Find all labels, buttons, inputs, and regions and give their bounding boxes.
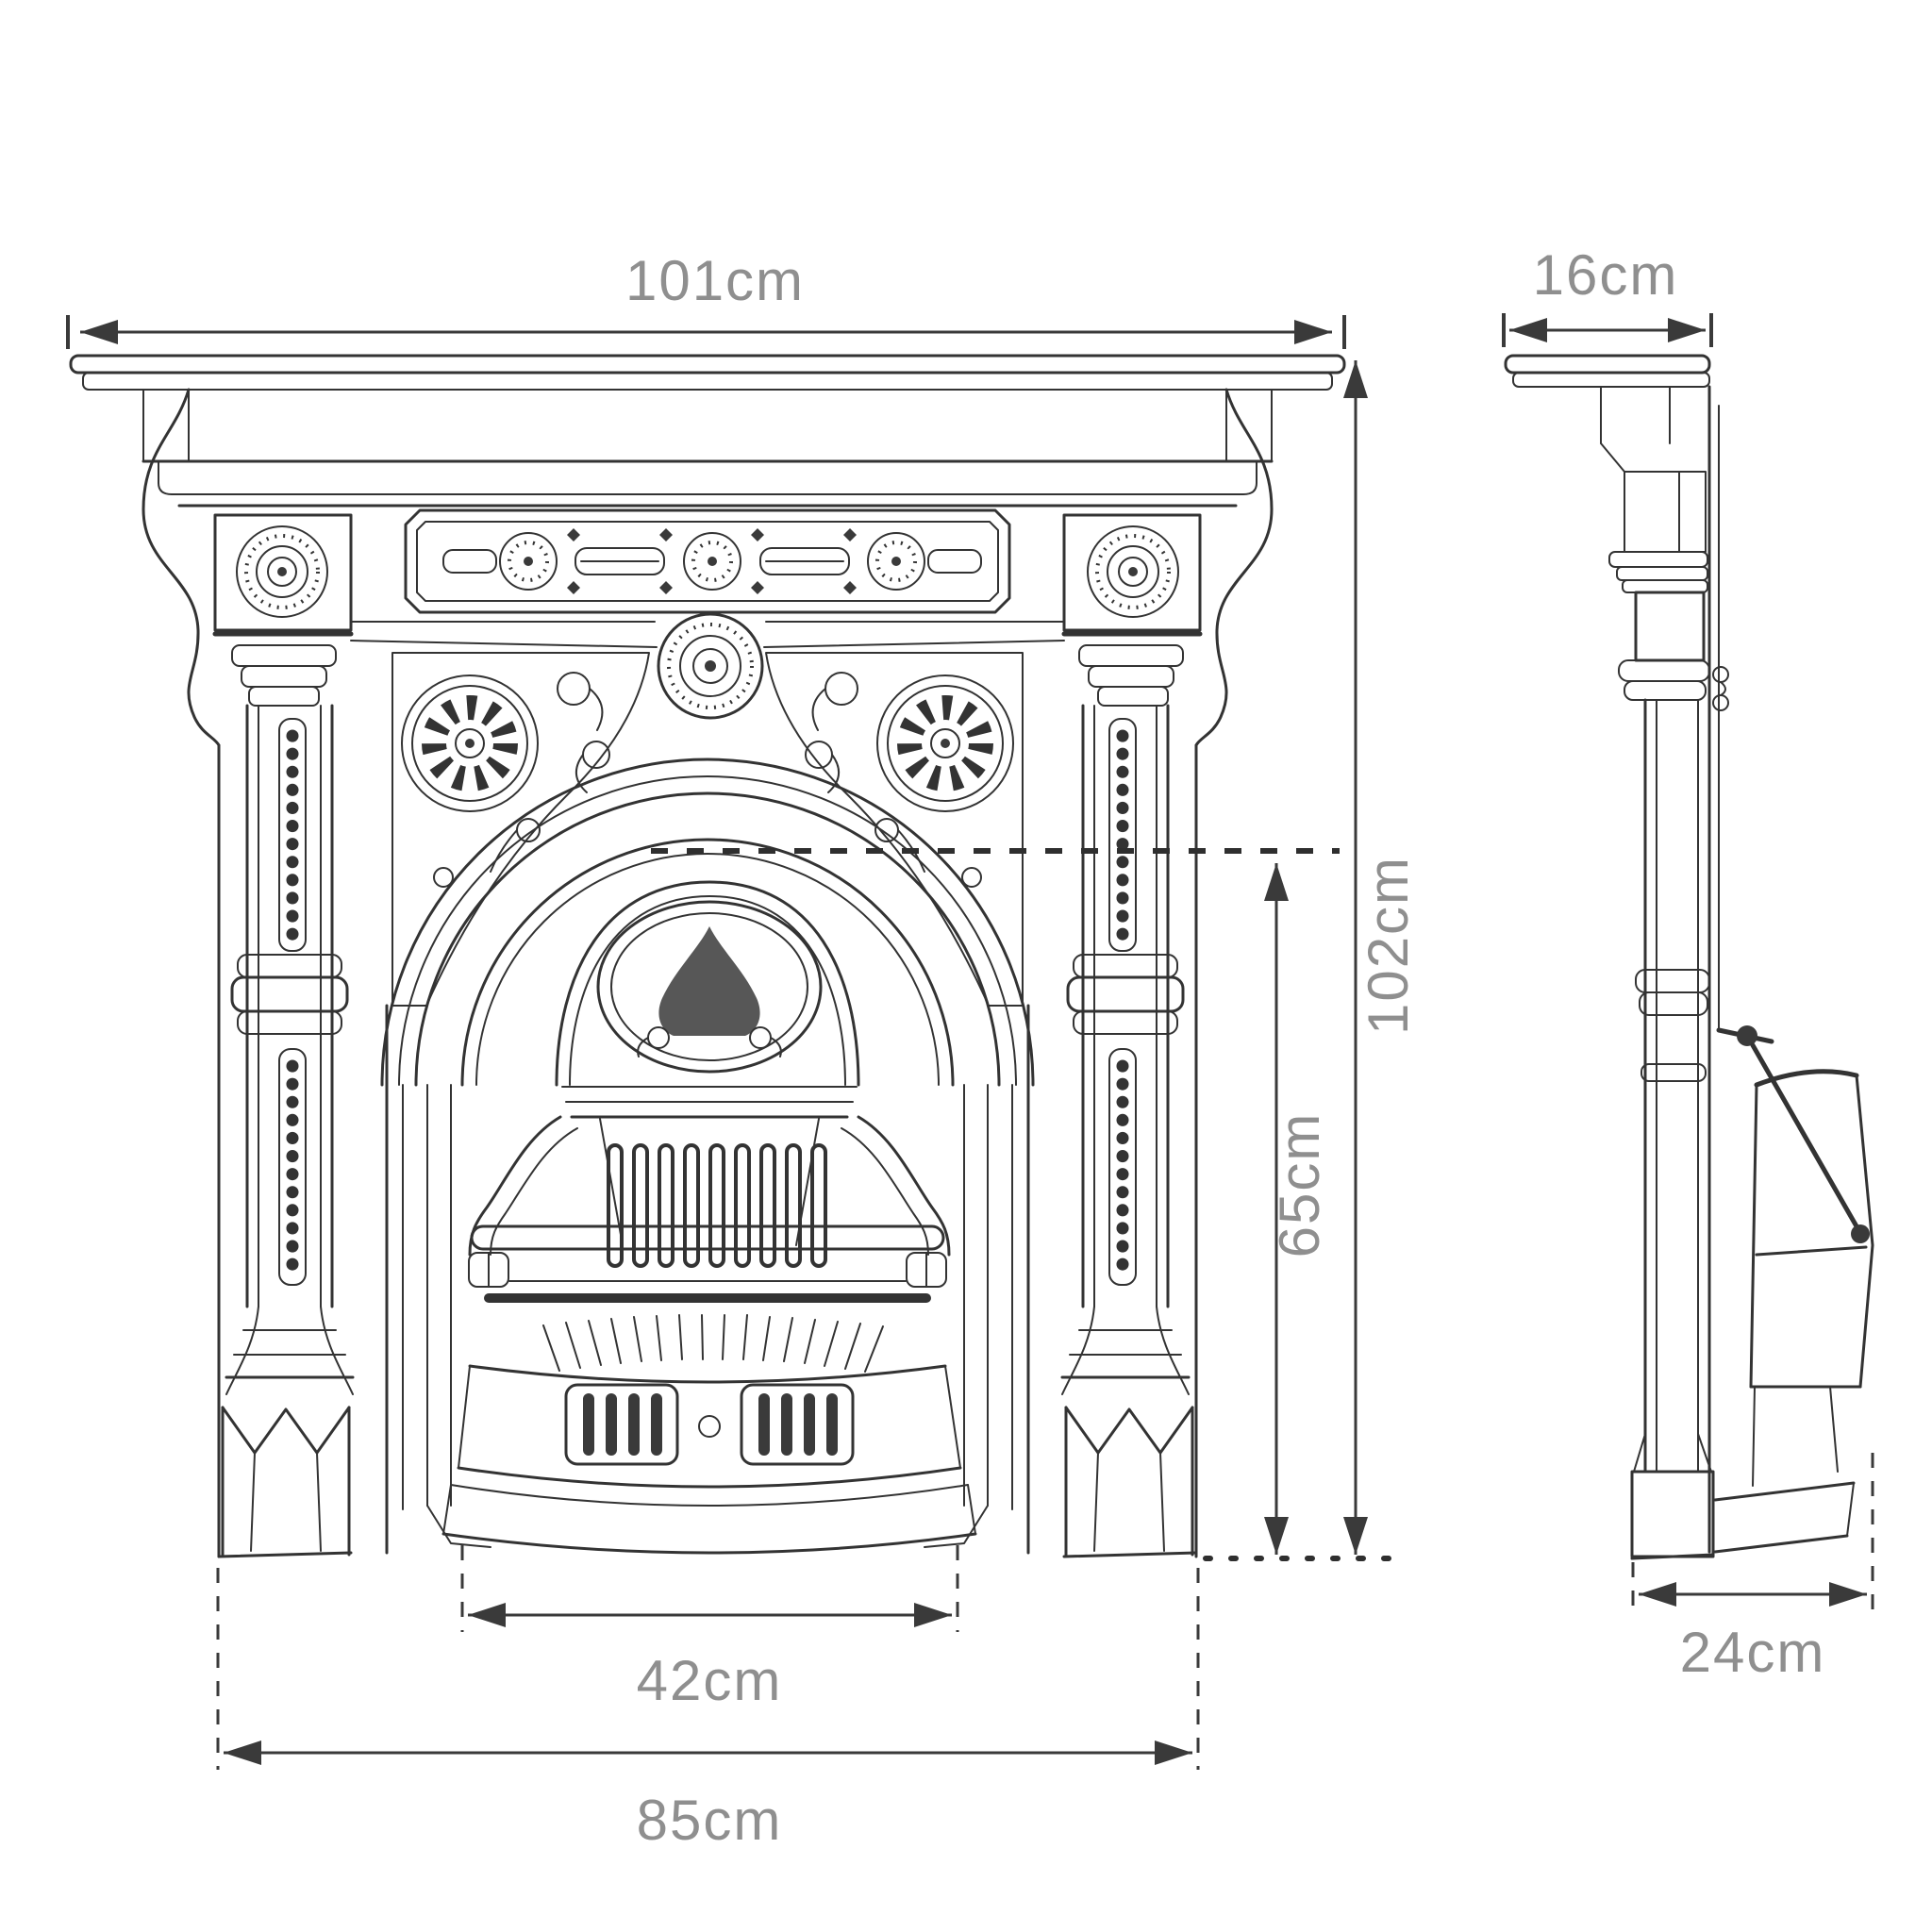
fire-front-rail [468,1224,947,1303]
dimension-opening-width: 42cm [460,1545,959,1712]
column-right [1060,704,1198,1558]
grate-floor-hatch [542,1314,884,1373]
dim-opening-width-label: 42cm [637,1649,783,1712]
centre-button [698,1415,721,1438]
dim-base-width-label: 85cm [637,1789,783,1852]
canopy-hood [468,880,951,1257]
frieze-rosettes [499,532,925,591]
side-cornice [1608,551,1708,593]
side-rear-bracket [1713,1025,1874,1554]
frieze-panel [404,508,1011,614]
vent-left [564,1383,679,1466]
dimension-opening-height: 65cm [651,848,1397,1561]
arch-frame [380,758,1035,1555]
side-shaft [1635,698,1710,1474]
spandrel-daisy-right [876,675,1014,812]
fire-opening [426,838,989,1548]
dim-shelf-depth-label: 16cm [1533,243,1679,307]
front-view [69,354,1346,1558]
dimension-base-depth: 24cm [1631,1453,1874,1684]
corbel-right [1061,388,1274,747]
vent-right [740,1383,855,1466]
column-knuckle-left [230,954,349,1035]
side-back-plate [1707,385,1729,1554]
side-view [1504,354,1874,1560]
side-corbel-steps [1600,386,1707,553]
side-shelf [1504,354,1711,388]
column-foot-left [217,1306,355,1558]
column-left [217,704,355,1558]
spandrel-right [765,652,1024,1007]
side-torus-mouldings [1618,659,1710,701]
spandrel-left [391,652,650,1007]
centre-medallion [657,612,764,720]
side-foot [1630,1433,1715,1560]
side-frieze-block [1634,591,1706,662]
dim-opening-height-label: 65cm [1268,1112,1331,1258]
palmette-ornament [637,926,782,1058]
dim-overall-height-label: 102cm [1357,856,1420,1035]
corbel-left [142,388,354,747]
corbel-rosette-right [1087,525,1179,618]
dimension-overall-height: 102cm [1343,360,1420,1555]
dim-overall-width-label: 101cm [625,249,805,312]
under-shelf-tiers [142,389,1274,508]
capital-left [231,644,337,707]
dimensions: 101cm 16cm 102cm 65cm [66,243,1874,1852]
spandrel-scrolls-left [433,672,610,888]
capital-right [1078,644,1184,707]
ash-pan-front [441,1364,977,1555]
grate-bars [607,1143,827,1268]
mantel-shelf [69,354,1346,391]
dim-base-depth-label: 24cm [1680,1621,1826,1684]
dimension-shelf-depth: 16cm [1502,243,1713,347]
dimension-base-width: 85cm [216,1568,1200,1852]
dimension-overall-width: 101cm [66,249,1346,349]
spandrel-band [350,612,1065,720]
frieze-link-bars [442,547,982,575]
corbel-rosette-left [236,525,328,618]
column-knuckle-right [1066,954,1185,1035]
spandrel-scrolls-right [805,672,982,888]
column-foot-right [1060,1306,1198,1558]
spandrel-daisy-left [401,675,539,812]
